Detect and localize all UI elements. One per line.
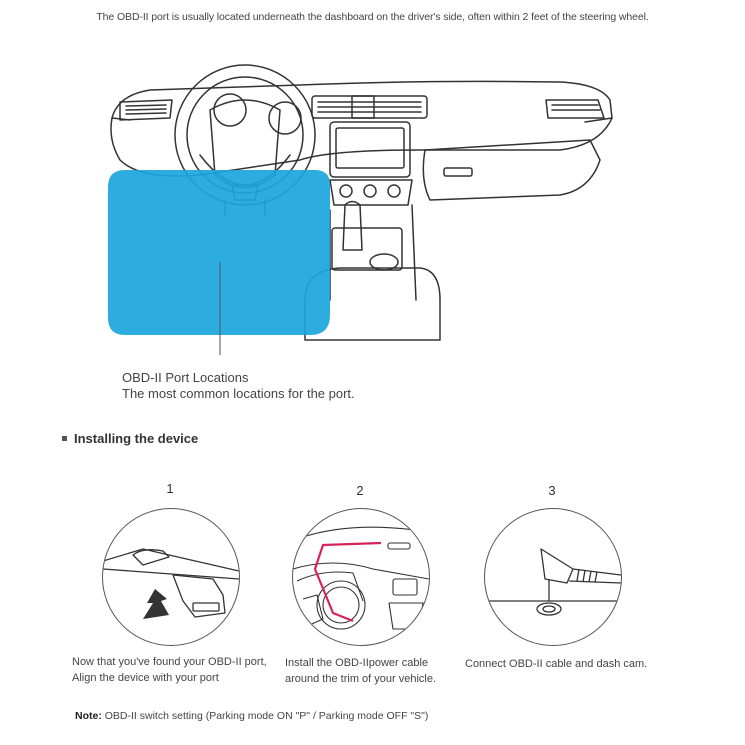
step-1-illustration (102, 508, 240, 646)
note: Note: OBD-II switch setting (Parking mod… (75, 710, 428, 722)
step-3-line1: Connect OBD-II cable and dash cam. (465, 656, 647, 672)
step-1-line2: Align the device with your port (72, 670, 267, 686)
step-2-number: 2 (345, 483, 375, 498)
step-1-line1: Now that you've found your OBD-II port, (72, 654, 267, 670)
note-text: OBD-II switch setting (Parking mode ON "… (102, 710, 429, 722)
section-heading: Installing the device (62, 431, 198, 446)
step-2-illustration (292, 508, 430, 646)
dash-cam-connector-icon (485, 549, 621, 615)
step-2-text: Install the OBD-IIpower cable around the… (285, 655, 436, 687)
port-caption-title: OBD-II Port Locations (122, 370, 355, 386)
step-1-text: Now that you've found your OBD-II port, … (72, 654, 267, 686)
dashboard-illustration (0, 55, 745, 355)
step-3-text: Connect OBD-II cable and dash cam. (465, 656, 647, 672)
bullet-icon (62, 436, 67, 441)
port-caption-subtitle: The most common locations for the port. (122, 386, 355, 402)
note-label: Note: (75, 710, 102, 722)
port-caption: OBD-II Port Locations The most common lo… (122, 370, 355, 402)
step-3-number: 3 (537, 483, 567, 498)
section-title: Installing the device (74, 431, 198, 446)
step-2-line1: Install the OBD-IIpower cable (285, 655, 436, 671)
port-location-highlight (108, 170, 330, 335)
arrow-up-icon (143, 589, 169, 619)
step-2-line2: around the trim of your vehicle. (285, 671, 436, 687)
step-3-illustration (484, 508, 622, 646)
step-1-number: 1 (155, 481, 185, 496)
intro-text: The OBD-II port is usually located under… (0, 11, 745, 23)
